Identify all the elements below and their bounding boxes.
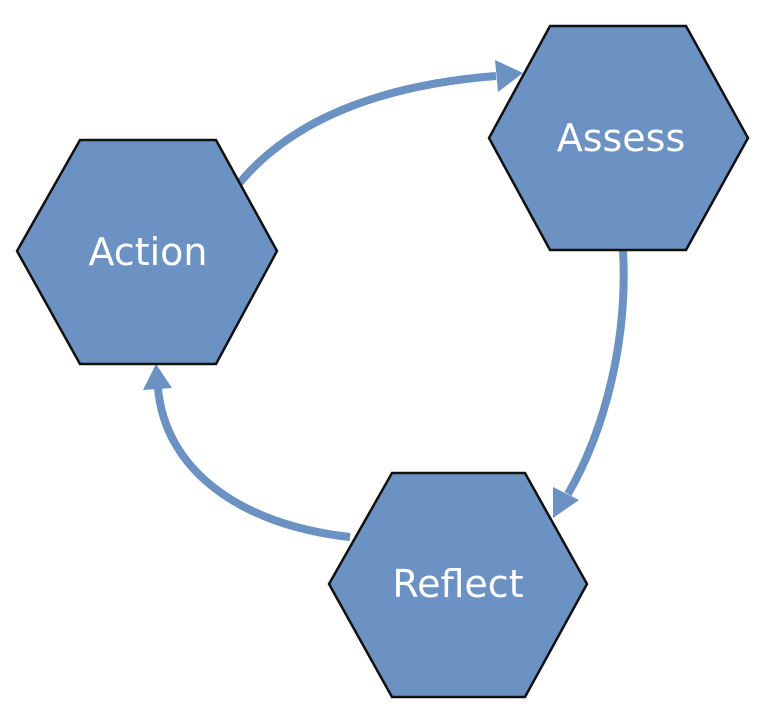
- arrow-action-to-assess-head: [495, 60, 523, 92]
- arrow-action-to-assess-line: [233, 72, 497, 189]
- node-reflect: Reflect: [327, 471, 589, 699]
- node-reflect-label: Reflect: [392, 562, 523, 606]
- arrow-assess-to-reflect-head: [553, 487, 579, 518]
- node-action-hexagon: [15, 138, 279, 366]
- arrow-assess-to-reflect-line: [564, 249, 628, 497]
- arrow-reflect-to-action: [143, 364, 351, 541]
- arrow-reflect-to-action-head: [143, 364, 172, 390]
- node-assess: Assess: [487, 24, 750, 252]
- node-assess-label: Assess: [557, 116, 686, 160]
- node-reflect-hexagon: [327, 471, 589, 699]
- arrow-reflect-to-action-line: [154, 387, 351, 541]
- arrow-action-to-assess: [233, 60, 523, 189]
- node-assess-hexagon: [487, 24, 750, 252]
- arrow-assess-to-reflect: [553, 249, 628, 518]
- node-action-label: Action: [88, 230, 207, 274]
- node-action: Action: [15, 138, 279, 366]
